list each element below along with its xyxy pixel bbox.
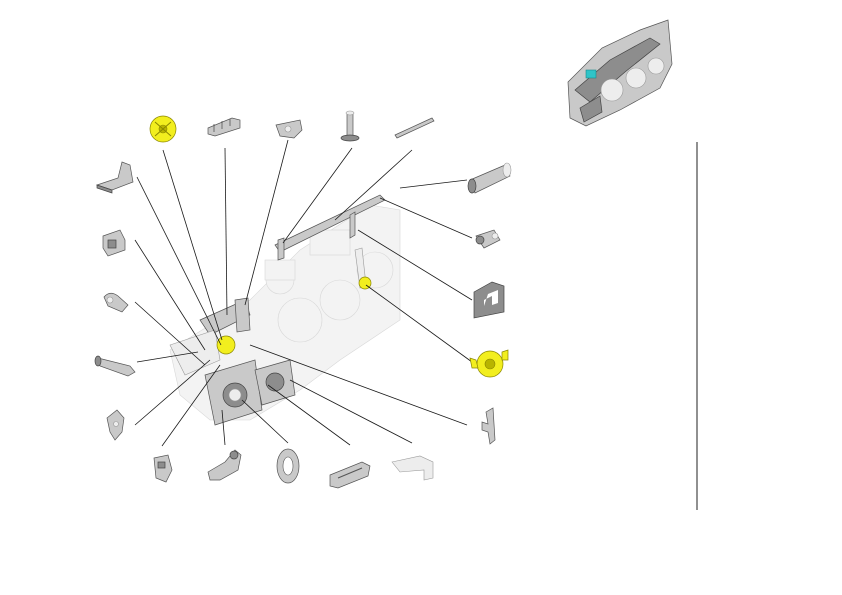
part-rod-top [394, 117, 435, 139]
part-hook-right [481, 407, 496, 445]
part-roller-right [475, 229, 501, 249]
part-hook-left [106, 409, 125, 441]
part-frame-bottom [329, 461, 371, 489]
leader-lines [134, 139, 473, 447]
assembly-thumbnail [567, 19, 673, 127]
part-bracket-top [207, 117, 241, 137]
part-shield-right [473, 281, 505, 319]
part-gear-right [469, 349, 509, 378]
main-assembly-ghost [169, 194, 401, 426]
part-block-left [102, 229, 126, 257]
part-cam-left [103, 292, 129, 313]
part-tube-right [467, 162, 512, 194]
part-lever-left [94, 355, 136, 377]
assembly-gear-left [216, 335, 236, 355]
part-holder-bottom [153, 454, 173, 483]
part-gear-top [149, 115, 177, 143]
part-arm-bottom [207, 449, 242, 481]
part-pad-bottom [391, 455, 434, 481]
part-washer-bottom [276, 448, 300, 484]
part-plate-top [275, 119, 303, 139]
part-pin-top [340, 110, 360, 142]
part-clip-left [95, 161, 134, 194]
